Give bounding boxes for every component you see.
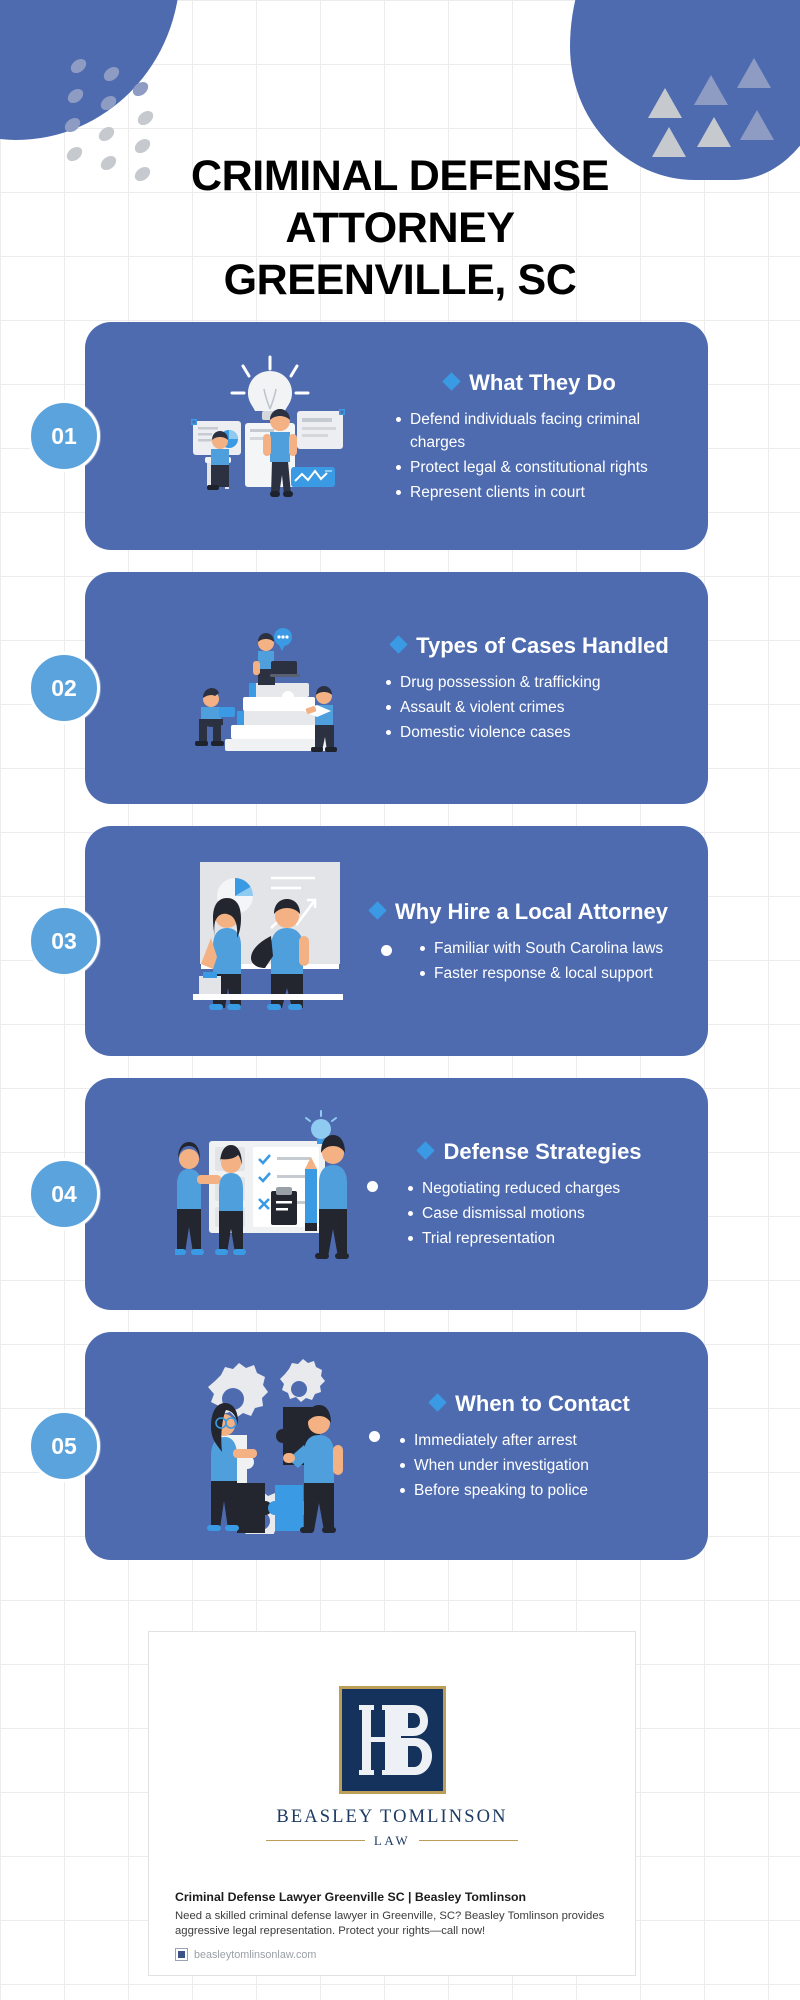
list-item: Defend individuals facing criminal charg… — [393, 408, 690, 454]
list-item: Protect legal & constitutional rights — [393, 456, 690, 479]
title-line-1: CRIMINAL DEFENSE — [190, 152, 610, 200]
illustration-what-they-do — [175, 349, 365, 524]
card-step-04[interactable]: 04 — [28, 1078, 708, 1310]
step-badge-03: 03 — [28, 905, 100, 977]
list-item: When under investigation — [397, 1454, 690, 1477]
brand-logo: BEASLEY TOMLINSON LAW — [175, 1654, 609, 1886]
figure-right-reading — [303, 685, 337, 752]
title-line-3: GREENVILLE, SC — [223, 256, 577, 304]
logo-monogram-mark — [338, 1685, 446, 1794]
card-body-03: Why Hire a Local Attorney Familiar with … — [365, 896, 690, 987]
figure-right — [315, 1134, 349, 1259]
favicon-icon — [175, 1948, 188, 1961]
list-item: Trial representation — [405, 1227, 690, 1250]
diamond-bullet-icon — [416, 1141, 436, 1160]
list-item: Immediately after arrest — [397, 1429, 690, 1452]
figure-woman-left — [207, 1402, 257, 1531]
decorative-blob-top-left — [0, 0, 180, 140]
accent-dot — [369, 1431, 380, 1442]
card-heading-02: Types of Cases Handled — [371, 630, 690, 661]
accent-dot — [367, 1181, 378, 1192]
list-item: Familiar with South Carolina laws — [417, 937, 690, 960]
list-item: Drug possession & trafficking — [383, 671, 690, 694]
illustration-why-local-attorney — [175, 854, 365, 1029]
step-badge-04: 04 — [28, 1158, 100, 1230]
card-points-05: Immediately after arrest When under inve… — [371, 1429, 690, 1502]
logo-law-row: LAW — [266, 1832, 519, 1849]
list-item: Assault & violent crimes — [383, 696, 690, 719]
figure-man-right — [283, 1404, 343, 1533]
card-body-05: When to Contact Immediately after arrest… — [365, 1388, 690, 1504]
figure-top-laptop — [253, 632, 300, 685]
figure-middle — [215, 1144, 246, 1255]
card-heading-05: When to Contact — [371, 1388, 690, 1419]
step-badge-05: 05 — [28, 1410, 100, 1482]
card-heading-04: Defense Strategies — [371, 1136, 690, 1167]
diamond-bullet-icon — [368, 900, 387, 920]
card-points-02: Drug possession & trafficking Assault & … — [371, 671, 690, 744]
list-item: Represent clients in court — [393, 481, 690, 504]
card-body-02: Types of Cases Handled Drug possession &… — [365, 630, 690, 746]
gear-icon — [280, 1358, 325, 1402]
figure-standing — [263, 408, 297, 497]
list-item: Negotiating reduced charges — [405, 1177, 690, 1200]
list-item: Faster response & local support — [417, 962, 690, 985]
step-badge-02: 02 — [28, 652, 100, 724]
logo-law-text: LAW — [373, 1832, 411, 1848]
accent-dot — [381, 944, 392, 956]
card-step-05[interactable]: 05 — [28, 1332, 708, 1560]
logo-firm-name: BEASLEY TOMLINSON — [276, 1806, 508, 1827]
preview-title[interactable]: Criminal Defense Lawyer Greenville SC | … — [175, 1890, 527, 1904]
card-step-03[interactable]: 03 — [28, 826, 708, 1056]
list-item: Case dismissal motions — [405, 1202, 690, 1225]
card-points-03: Familiar with South Carolina laws Faster… — [371, 937, 690, 985]
diamond-bullet-icon — [442, 371, 461, 391]
diamond-bullet-icon — [389, 635, 408, 654]
card-step-01[interactable]: 01 — [28, 322, 708, 550]
list-item: Before speaking to police — [397, 1479, 690, 1502]
card-body-01: What They Do Defend individuals facing c… — [365, 367, 690, 506]
illustration-defense-strategies — [175, 1107, 365, 1282]
diamond-bullet-icon — [428, 1393, 447, 1412]
card-body-04: Defense Strategies Negotiating reduced c… — [365, 1136, 690, 1252]
figure-seated — [205, 430, 231, 490]
illustration-when-to-contact — [175, 1358, 365, 1534]
title-line-2: ATTORNEY — [285, 204, 515, 252]
logo-rule-left — [266, 1840, 365, 1841]
preview-url[interactable]: beasleytomlinsonlaw.com — [194, 1948, 317, 1961]
illustration-types-of-cases — [175, 601, 365, 776]
card-points-04: Negotiating reduced charges Case dismiss… — [371, 1177, 690, 1250]
card-heading-01: What They Do — [371, 367, 690, 398]
logo-rule-right — [419, 1840, 519, 1841]
step-badge-01: 01 — [28, 400, 100, 472]
card-heading-03: Why Hire a Local Attorney — [368, 896, 690, 927]
card-step-02[interactable]: 02 — [28, 572, 708, 804]
figure-left — [175, 1141, 221, 1255]
pencil — [305, 1156, 317, 1231]
preview-description: Need a skilled criminal defense lawyer i… — [175, 1910, 605, 1937]
list-item: Domestic violence cases — [383, 721, 690, 744]
card-list: 01 — [0, 322, 800, 1582]
bt-monogram-icon — [352, 1698, 432, 1781]
figure-left-seated — [195, 687, 235, 746]
card-points-01: Defend individuals facing criminal charg… — [371, 408, 690, 504]
link-preview-card[interactable]: BEASLEY TOMLINSON LAW Criminal Defense L… — [148, 1631, 636, 1976]
lightbulb-small — [305, 1109, 337, 1144]
page-title: CRIMINAL DEFENSE ATTORNEY GREENVILLE, SC — [0, 150, 800, 306]
preview-url-row[interactable]: beasleytomlinsonlaw.com — [175, 1948, 609, 1961]
